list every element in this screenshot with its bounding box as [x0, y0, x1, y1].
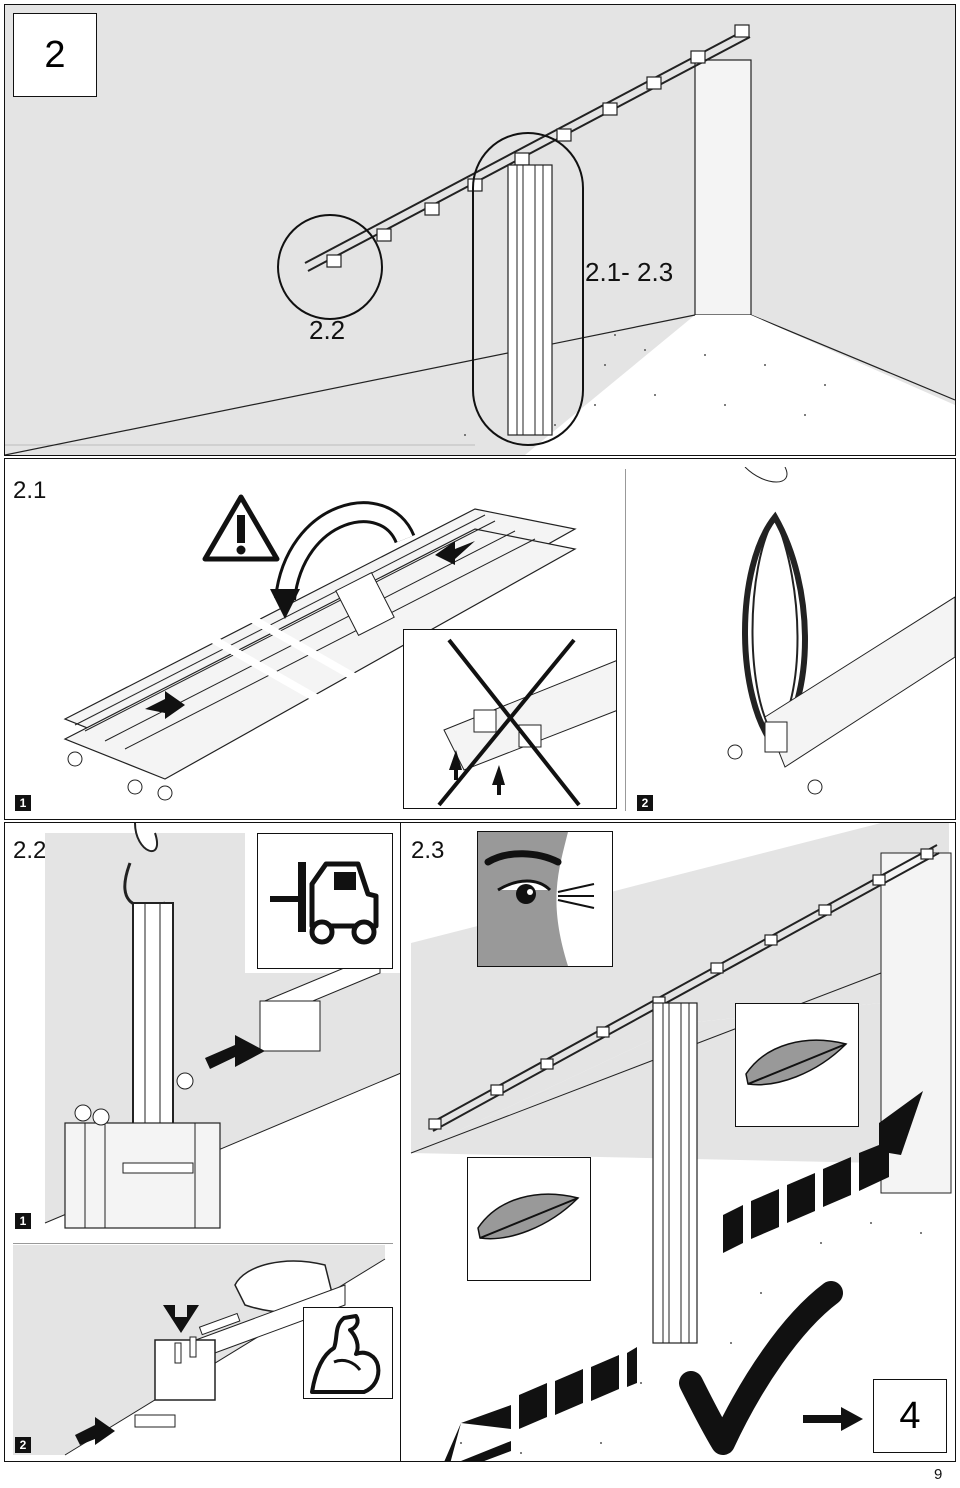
forklift-box [257, 833, 393, 969]
zoom-label-a: 2.2 [309, 315, 346, 345]
sub-step-2-2-2: 2 [15, 1437, 31, 1453]
section-2-1-divider [625, 469, 626, 811]
warning-icon [202, 494, 280, 562]
rail-package-illustration [63, 501, 577, 801]
eye-icon [478, 832, 612, 966]
page-number: 9 [934, 1466, 943, 1483]
wrong-method-inset [403, 629, 617, 809]
muscle-arm-icon [310, 1314, 381, 1394]
section-2-1-panel: 2.1 [4, 458, 956, 820]
next-step-number: 4 [873, 1379, 947, 1453]
section-2-2-separator [13, 1243, 393, 1244]
sub-step-2: 2 [637, 795, 653, 811]
section-2-2-title: 2.2 [13, 837, 47, 864]
crane-lift-illustration [44, 823, 400, 1229]
feather-box-upper [735, 1003, 859, 1127]
inspect-box [477, 831, 613, 967]
section-2-3-title: 2.3 [411, 837, 445, 864]
checkmark-icon [679, 1281, 843, 1455]
arrow-icon [803, 1407, 863, 1431]
section-2-1-title: 2.1 [13, 477, 47, 504]
lifting-strap-illustration [727, 467, 955, 795]
sub-step-1: 1 [15, 795, 31, 811]
feather-icon [477, 1193, 580, 1240]
feather-icon [745, 1039, 848, 1086]
overview-panel: 2 2.2 2.1- 2.3 [4, 4, 956, 456]
section-2-2-panel: 2.2 1 [4, 822, 400, 1462]
section-2-3-panel: 2.3 [400, 822, 956, 1462]
step-number: 2 [13, 13, 97, 97]
strength-box [303, 1307, 393, 1399]
feather-box-lower [467, 1157, 591, 1281]
forklift-icon [270, 861, 379, 945]
sub-step-2-2-1: 1 [15, 1213, 31, 1229]
zoom-label-b: 2.1- 2.3 [585, 257, 674, 287]
overview-illustration [5, 5, 955, 455]
bolting-illustration [13, 1245, 386, 1456]
wrench-icon [198, 1312, 241, 1336]
